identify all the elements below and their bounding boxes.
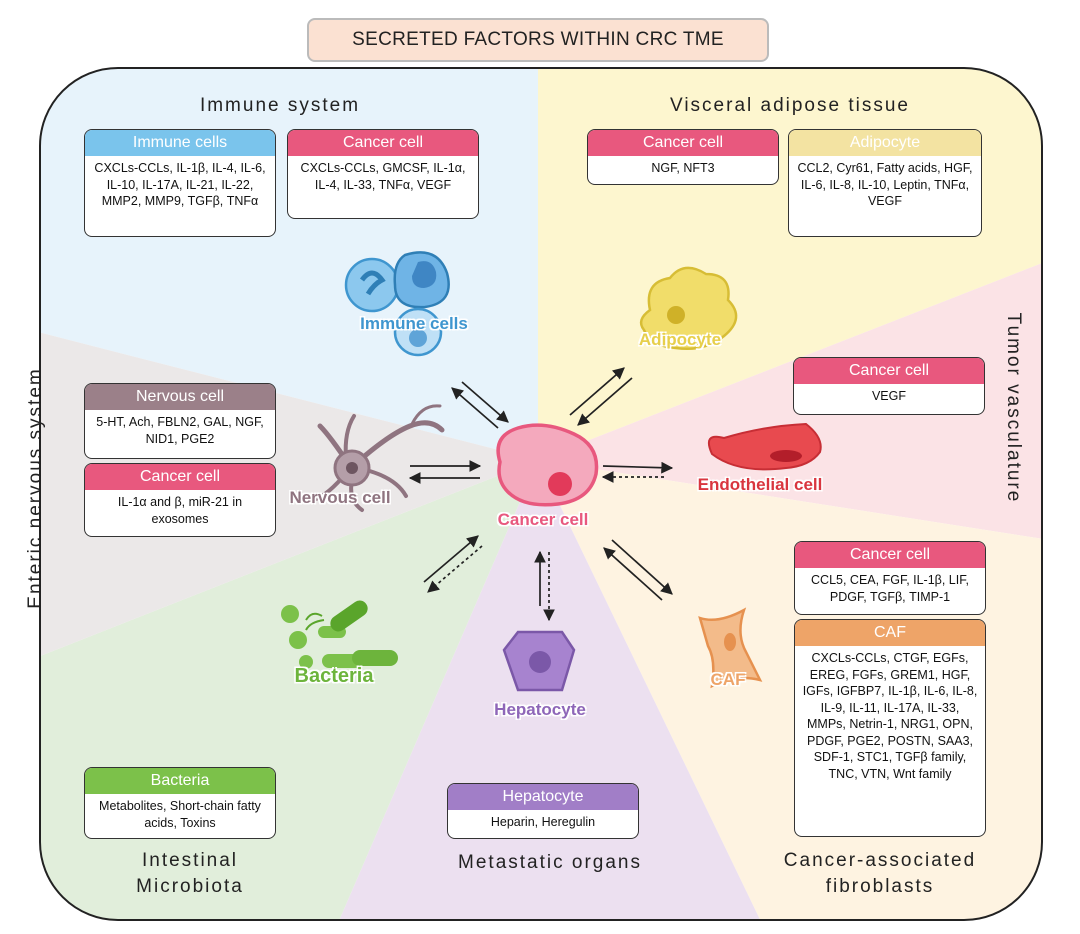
box-body: CXCLs-CCLs, GMCSF, IL-1α, IL-4, IL-33, T… [300, 161, 466, 192]
box-body: CXCLs-CCLs, IL-1β, IL-4, IL-6, IL-10, IL… [94, 161, 266, 208]
interaction-arrows [408, 367, 674, 622]
box-body: Heparin, Heregulin [490, 815, 596, 829]
box-body: VEGF [871, 389, 907, 403]
box-header: Nervous cell [85, 384, 275, 410]
immune-cancer-cell-box: Cancer cell CXCLs-CCLs, GMCSF, IL-1α, IL… [287, 129, 479, 219]
caf-box: CAF CXCLs-CCLs, CTGF, EGFs, EREG, FGFs, … [794, 619, 986, 837]
cell-label-adipocyte: Adipocyte [638, 330, 722, 349]
region-label-immune: Immune system [199, 95, 361, 116]
vasculature-cancer-cell-box: Cancer cell VEGF [793, 357, 985, 415]
box-body: Metabolites, Short-chain fatty acids, To… [99, 799, 261, 830]
cell-label-caf: CAF [710, 670, 746, 689]
cell-label-bacteria: Bacteria [294, 665, 374, 687]
nervous-cancer-cell-box: Cancer cell IL-1α and β, miR-21 in exoso… [84, 463, 276, 537]
box-header: CAF [795, 620, 985, 646]
box-header: Cancer cell [85, 464, 275, 490]
bacteria-box: Bacteria Metabolites, Short-chain fatty … [84, 767, 276, 839]
caf-illustration [698, 607, 763, 689]
bacteria-illustration [281, 600, 398, 669]
nervous-cell-illustration [310, 404, 445, 512]
outer-frame [39, 67, 1043, 921]
box-header: Cancer cell [795, 542, 985, 568]
region-label-microbiota-line1: Intestinal [141, 850, 239, 871]
adipocyte-box: Adipocyte CCL2, Cyr61, Fatty acids, HGF,… [788, 129, 982, 237]
cancer-cell-illustration [496, 423, 599, 507]
region-label-microbiota: Intestinal Microbiota [100, 848, 280, 900]
box-body: NGF, NFT3 [651, 161, 715, 175]
region-label-microbiota-line2: Microbiota [136, 876, 244, 897]
cell-label-cancer: Cancer cell [497, 510, 589, 529]
immune-cells-illustration [344, 251, 450, 357]
caf-cancer-cell-box: Cancer cell CCL5, CEA, FGF, IL-1β, LIF, … [794, 541, 986, 615]
box-header: Cancer cell [588, 130, 778, 156]
diagram-title: SECRETED FACTORS WITHIN CRC TME [307, 18, 769, 62]
region-label-caf-line1: Cancer-associated [783, 850, 977, 871]
adipose-cancer-cell-box: Cancer cell NGF, NFT3 [587, 129, 779, 185]
box-header: Immune cells [85, 130, 275, 156]
region-label-metastatic: Metastatic organs [458, 852, 642, 873]
metastatic-sector [335, 460, 765, 920]
box-header: Cancer cell [794, 358, 984, 384]
box-body: 5-HT, Ach, FBLN2, GAL, NGF, NID1, PGE2 [96, 415, 264, 446]
box-body: CCL2, Cyr61, Fatty acids, HGF, IL-6, IL-… [797, 161, 973, 208]
region-label-adipose: Visceral adipose tissue [670, 95, 910, 116]
endothelial-illustration [708, 422, 822, 471]
cell-label-hepatocyte: Hepatocyte [494, 700, 586, 719]
box-header: Cancer cell [288, 130, 478, 156]
box-body: CXCLs-CCLs, CTGF, EGFs, EREG, FGFs, GREM… [802, 651, 978, 781]
cell-label-nervous: Nervous cell [289, 488, 391, 507]
region-label-vasculature: Tumor vasculature [1003, 312, 1024, 504]
immune-cells-box: Immune cells CXCLs-CCLs, IL-1β, IL-4, IL… [84, 129, 276, 237]
region-label-caf: Cancer-associated fibroblasts [750, 848, 1010, 900]
hepatocyte-illustration [502, 630, 576, 692]
region-label-nervous: Enteric nervous system [25, 367, 46, 609]
box-header: Bacteria [85, 768, 275, 794]
box-body: IL-1α and β, miR-21 in exosomes [117, 495, 243, 526]
region-label-caf-line2: fibroblasts [825, 876, 935, 897]
hepatocyte-box: Hepatocyte Heparin, Heregulin [447, 783, 639, 839]
nervous-cell-box: Nervous cell 5-HT, Ach, FBLN2, GAL, NGF,… [84, 383, 276, 459]
box-header: Hepatocyte [448, 784, 638, 810]
cell-label-endothelial: Endothelial cell [697, 475, 823, 494]
adipocyte-illustration [639, 266, 738, 350]
box-header: Adipocyte [789, 130, 981, 156]
cell-label-immune: Immune cells [360, 314, 468, 333]
box-body: CCL5, CEA, FGF, IL-1β, LIF, PDGF, TGFβ, … [811, 573, 969, 604]
